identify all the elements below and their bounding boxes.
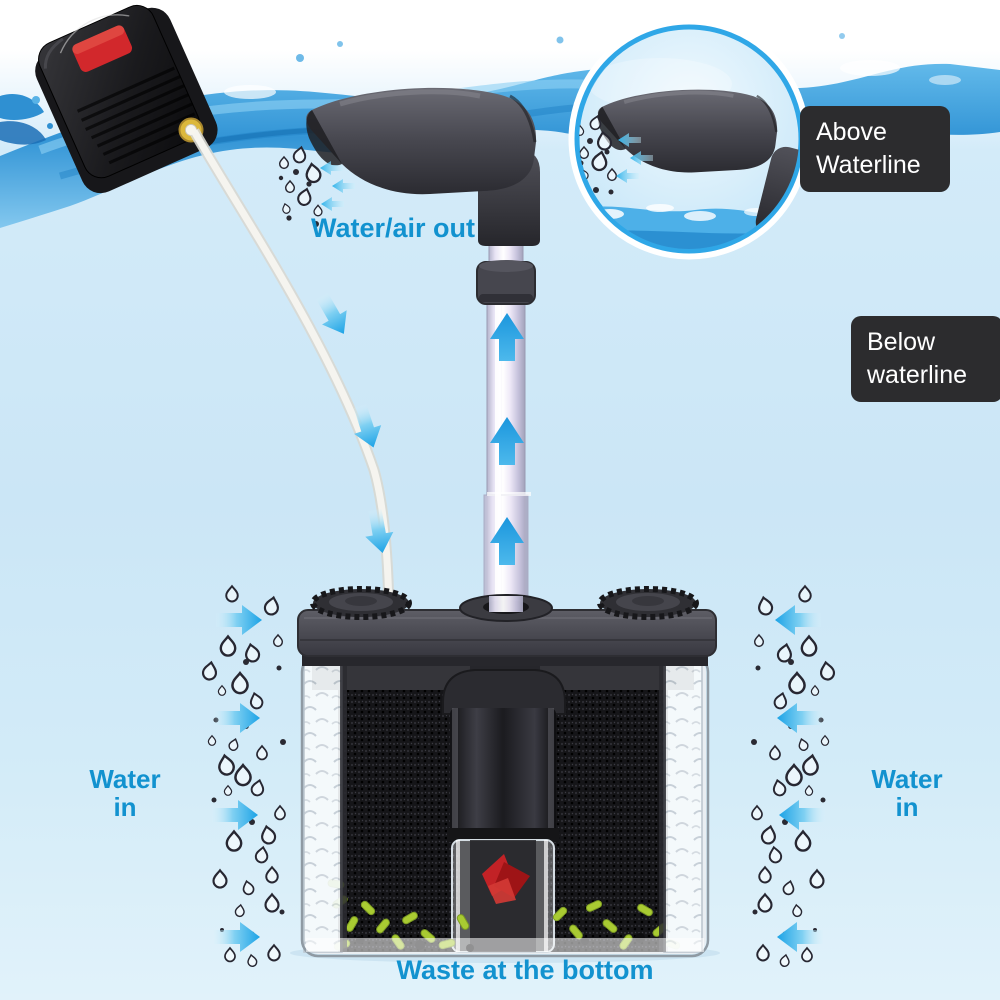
lid-grommet xyxy=(459,594,553,622)
badge-above-waterline: Above Waterline xyxy=(800,106,950,192)
impeller xyxy=(482,854,530,904)
lid-knob-left xyxy=(310,586,412,620)
badge-line: Above xyxy=(816,118,887,146)
label-water-air-out: Water/air out xyxy=(303,214,483,242)
label-text: in xyxy=(113,792,137,822)
water-droplets-left xyxy=(200,585,286,968)
flow-arrow-right-icon xyxy=(212,800,258,830)
air-pump xyxy=(35,4,218,194)
label-text: in xyxy=(895,792,919,822)
outlet-spout xyxy=(306,87,537,195)
water-splash-left xyxy=(0,93,53,145)
impeller-window xyxy=(451,839,555,953)
tube-connector-collar xyxy=(476,260,536,305)
filter-wall-left xyxy=(303,659,343,953)
water-droplets-right xyxy=(751,586,835,967)
label-text: Water xyxy=(871,764,943,794)
flow-arrow-right-icon xyxy=(216,605,262,635)
airline-tube xyxy=(186,125,395,611)
center-column xyxy=(442,662,566,953)
badge-below-waterline: Below waterline xyxy=(851,316,1000,402)
label-text: Waste at the bottom xyxy=(396,955,654,985)
filter-unit xyxy=(297,586,717,958)
label-waste-at-bottom: Waste at the bottom xyxy=(385,956,665,984)
flow-arrow-right-icon xyxy=(214,922,260,952)
lid-knob-right xyxy=(597,586,699,620)
badge-line: Waterline xyxy=(816,151,921,179)
filter-lid xyxy=(297,586,717,666)
label-text: Water xyxy=(89,764,161,794)
label-water-in-left: Water in xyxy=(83,765,167,821)
outflow-droplets xyxy=(278,145,323,227)
filter-wall-right xyxy=(663,659,703,953)
pump-switch xyxy=(72,25,133,72)
inset-droplets xyxy=(579,114,618,198)
badge-line: Below xyxy=(867,328,936,356)
label-text: Water/air out xyxy=(310,213,476,243)
label-water-in-right: Water in xyxy=(865,765,949,821)
magnifier-inset xyxy=(568,18,810,260)
badge-line: waterline xyxy=(867,361,968,389)
sponge-left xyxy=(340,676,460,952)
